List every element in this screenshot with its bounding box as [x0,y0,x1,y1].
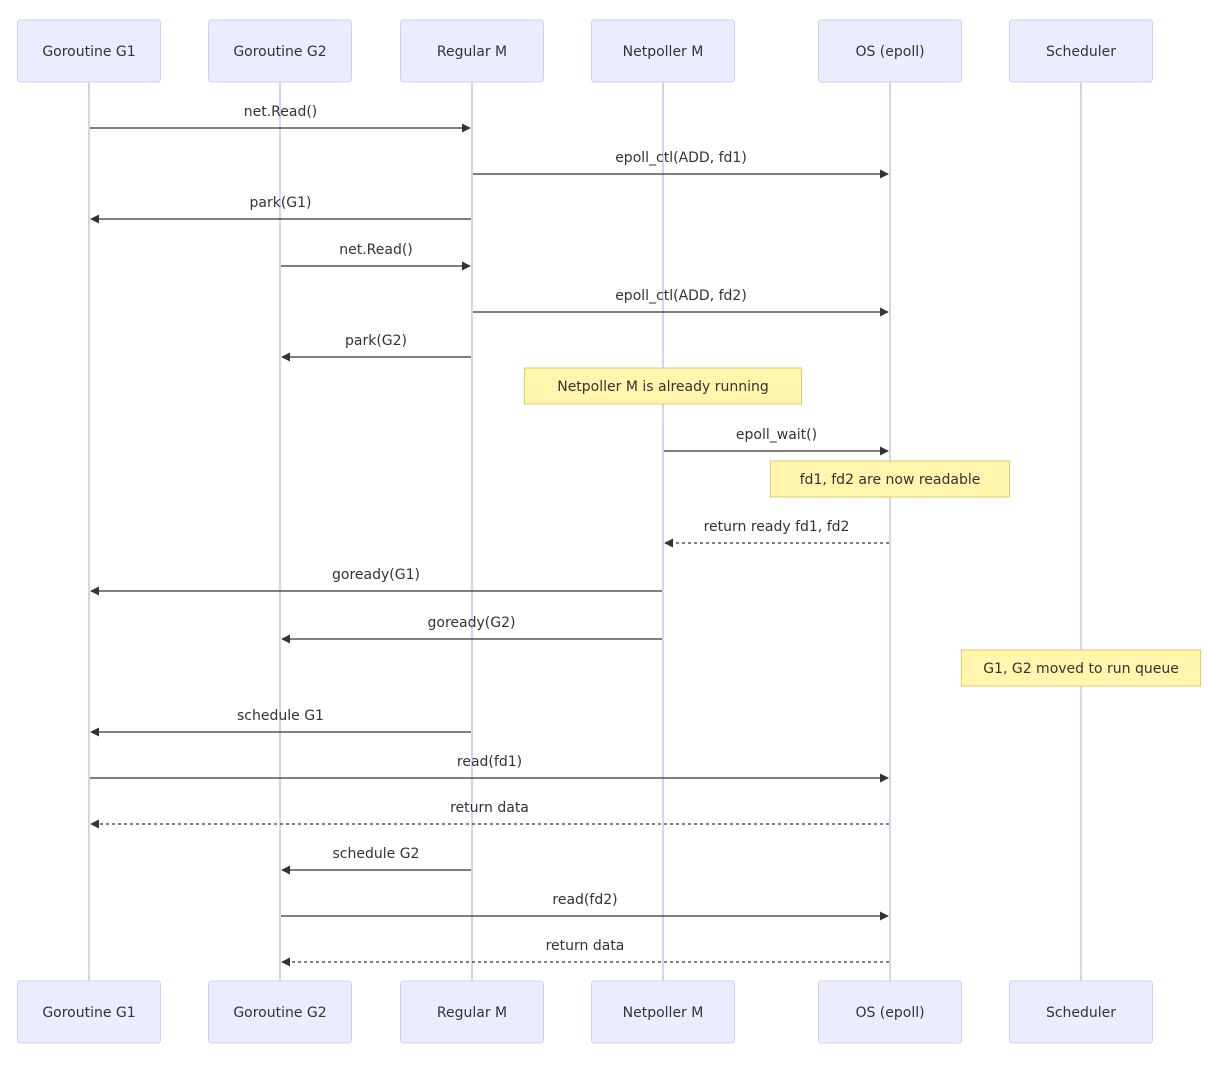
actor-label: Regular M [437,1005,507,1021]
message: schedule G2 [281,846,471,875]
actor-label: Scheduler [1046,44,1116,60]
actor-sched-top: Scheduler [1009,19,1153,83]
message-label: return data [450,800,529,816]
actor-box [17,980,161,1044]
message-label: read(fd2) [552,892,617,908]
actor-g1-top: Goroutine G1 [17,19,161,83]
message: epoll_ctl(ADD, fd2) [473,288,889,317]
note-label: fd1, fd2 are now readable [800,472,981,488]
message: net.Read() [281,242,471,271]
actor-box [208,19,352,83]
message-label: net.Read() [244,104,318,120]
actor-box [17,19,161,83]
message: read(fd2) [281,892,889,921]
message: schedule G1 [90,708,471,737]
actor-box [591,980,735,1044]
message: goready(G1) [90,567,662,596]
message: net.Read() [90,104,471,133]
actors-top: Goroutine G1 Goroutine G2 Regular M Netpoll… [17,19,1153,83]
message: epoll_wait() [664,427,889,456]
actors-bottom: Goroutine G1 Goroutine G2 Regular M Netpoll… [17,980,1153,1044]
actor-os-bottom: OS (epoll) [818,980,962,1044]
message-label: goready(G2) [428,615,516,631]
steps: net.Read() epoll_ctl(ADD, fd1) park(G1) net… [90,104,1201,967]
actor-box [1009,19,1153,83]
message: return ready fd1, fd2 [664,519,889,548]
note: G1, G2 moved to run queue [961,649,1201,687]
message-label: return ready fd1, fd2 [704,519,850,535]
actor-label: Netpoller M [623,44,704,60]
note: fd1, fd2 are now readable [770,460,1010,498]
message-label: schedule G2 [333,846,420,862]
message: return data [90,800,889,829]
actor-box [1009,980,1153,1044]
actor-np-top: Netpoller M [591,19,735,83]
actor-label: Goroutine G2 [233,1005,326,1021]
message-label: return data [546,938,625,954]
message-label: epoll_ctl(ADD, fd2) [615,288,747,304]
actor-np-bottom: Netpoller M [591,980,735,1044]
message-label: schedule G1 [237,708,324,724]
actor-label: Goroutine G2 [233,44,326,60]
actor-box [818,980,962,1044]
actor-g2-bottom: Goroutine G2 [208,980,352,1044]
lifelines [88,82,1082,981]
actor-os-top: OS (epoll) [818,19,962,83]
actor-m-bottom: Regular M [400,980,544,1044]
message: read(fd1) [90,754,889,783]
actor-box [818,19,962,83]
note-box [961,649,1201,687]
message-label: park(G2) [345,333,407,349]
actor-label: Goroutine G1 [42,44,135,60]
message: epoll_ctl(ADD, fd1) [473,150,889,179]
message: park(G1) [90,195,471,224]
message-label: net.Read() [339,242,413,258]
message-label: goready(G1) [332,567,420,583]
actor-box [591,19,735,83]
actor-label: Goroutine G1 [42,1005,135,1021]
note-box [524,367,802,405]
message: return data [281,938,889,967]
note-box [770,460,1010,498]
actor-label: OS (epoll) [855,1005,924,1021]
actor-label: Scheduler [1046,1005,1116,1021]
actor-label: Regular M [437,44,507,60]
message: park(G2) [281,333,471,362]
actor-label: OS (epoll) [855,44,924,60]
actor-m-top: Regular M [400,19,544,83]
message-label: epoll_wait() [736,427,817,443]
note: Netpoller M is already running [524,367,802,405]
message: goready(G2) [281,615,662,644]
actor-box [400,980,544,1044]
actor-sched-bottom: Scheduler [1009,980,1153,1044]
actor-box [208,980,352,1044]
message-label: read(fd1) [457,754,522,770]
actor-g2-top: Goroutine G2 [208,19,352,83]
note-label: Netpoller M is already running [557,379,769,395]
message-label: park(G1) [249,195,311,211]
actor-g1-bottom: Goroutine G1 [17,980,161,1044]
actor-box [400,19,544,83]
note-label: G1, G2 moved to run queue [983,661,1179,677]
message-label: epoll_ctl(ADD, fd1) [615,150,747,166]
actor-label: Netpoller M [623,1005,704,1021]
